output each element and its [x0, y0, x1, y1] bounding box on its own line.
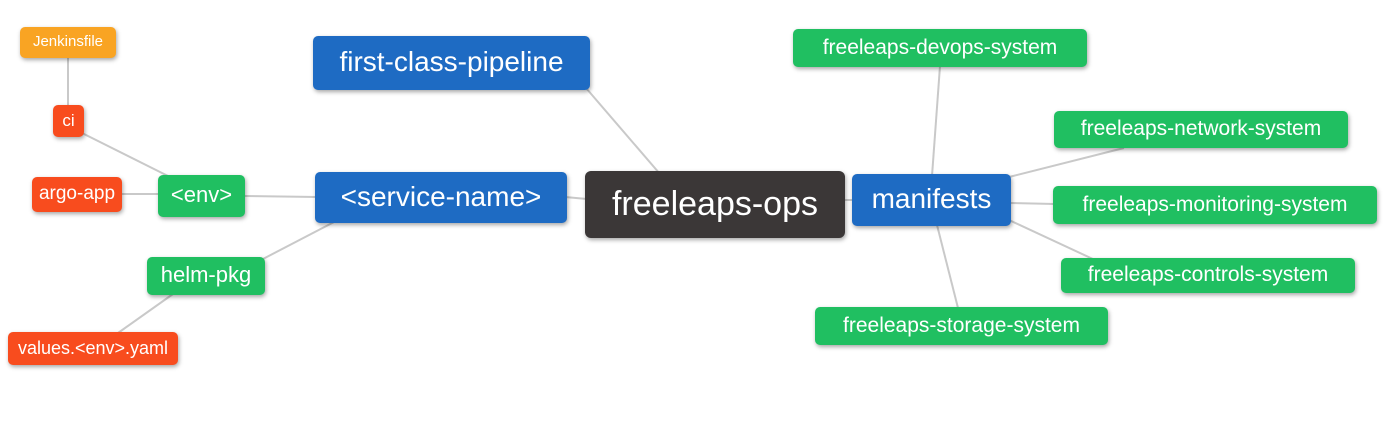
node-freeleaps-network-system[interactable]: freeleaps-network-system: [1054, 111, 1348, 148]
node-ci[interactable]: ci: [53, 105, 84, 137]
edge-env-service-name: [243, 195, 318, 198]
node-env[interactable]: <env>: [158, 175, 245, 217]
edge-service-name-ops: [564, 196, 588, 200]
node-argo-app[interactable]: argo-app: [32, 177, 122, 212]
node-values-env-yaml[interactable]: values.<env>.yaml: [8, 332, 178, 365]
edge-helm-pkg-service-name: [260, 220, 337, 261]
edge-first-class-pipeline-ops: [585, 87, 661, 175]
node-freeleaps-controls-system[interactable]: freeleaps-controls-system: [1061, 258, 1355, 293]
edge-manifests-network-system: [1008, 147, 1125, 178]
edge-manifests-storage-system: [936, 224, 959, 309]
node-service-name[interactable]: <service-name>: [315, 172, 567, 223]
node-freeleaps-devops-system[interactable]: freeleaps-devops-system: [793, 29, 1087, 67]
edge-manifests-controls-system: [1008, 219, 1096, 261]
node-first-class-pipeline[interactable]: first-class-pipeline: [313, 36, 590, 90]
edge-manifests-monitoring-system: [1008, 202, 1056, 205]
edge-manifests-devops-system: [931, 65, 941, 177]
node-helm-pkg[interactable]: helm-pkg: [147, 257, 265, 295]
edge-ci-env: [81, 132, 173, 179]
node-jenkinsfile[interactable]: Jenkinsfile: [20, 27, 116, 58]
node-freeleaps-storage-system[interactable]: freeleaps-storage-system: [815, 307, 1108, 345]
node-freeleaps-monitoring-system[interactable]: freeleaps-monitoring-system: [1053, 186, 1377, 224]
edge-values-env-yaml-helm-pkg: [117, 293, 174, 334]
node-freeleaps-ops[interactable]: freeleaps-ops: [585, 171, 845, 238]
node-manifests[interactable]: manifests: [852, 174, 1011, 226]
